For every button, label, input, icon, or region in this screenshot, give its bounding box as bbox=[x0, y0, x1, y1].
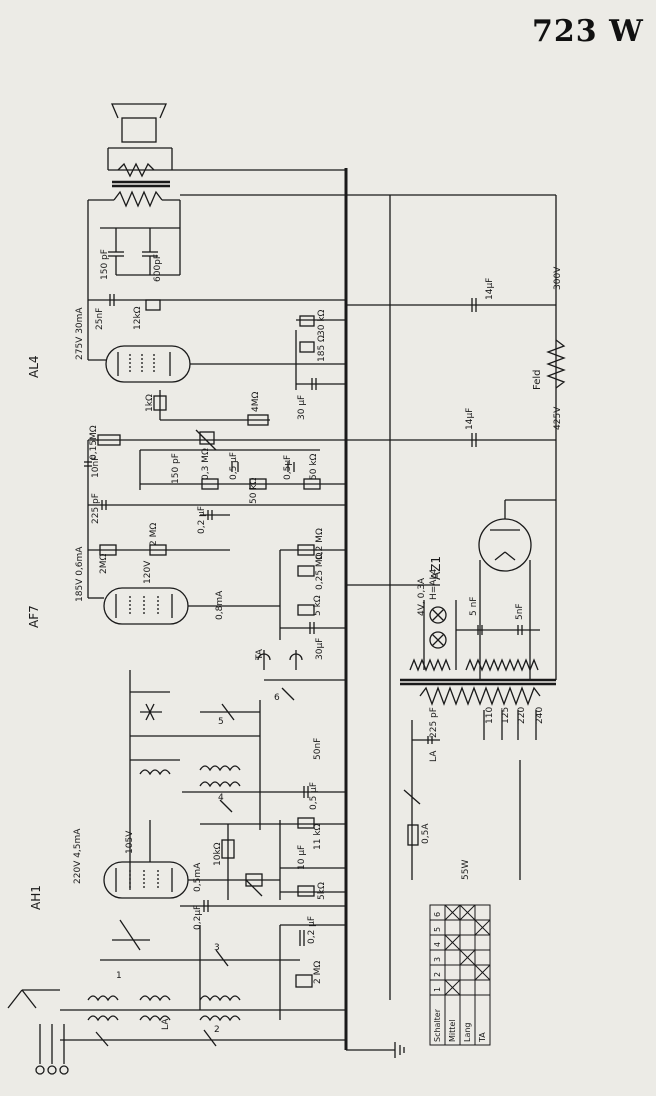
label-sw5: 5 bbox=[218, 717, 224, 727]
label-c05uf: 0,5 μF bbox=[229, 452, 239, 480]
output-transformer bbox=[87, 180, 181, 360]
label-r2meg-c: 2 MΩ bbox=[313, 961, 323, 984]
label-c14uf-b: 14μF bbox=[465, 408, 475, 430]
label-c600pf: 600pF bbox=[153, 254, 163, 282]
label-r5k-b: 5kΩ bbox=[317, 882, 327, 900]
antenna bbox=[7, 989, 69, 1075]
label-sw3: 3 bbox=[214, 943, 220, 953]
table-row-ta: TA bbox=[478, 1032, 487, 1043]
label-c150pf-b: 150 pF bbox=[171, 453, 181, 484]
label-r02meg: 0,2 MΩ bbox=[315, 528, 325, 560]
label-r50k-b: 50 kΩ bbox=[309, 453, 319, 480]
label-c225pf-b: 225 pF bbox=[429, 707, 439, 738]
label-lamp: 4V, 0,3A bbox=[417, 577, 427, 616]
label-v240: 240 bbox=[535, 707, 545, 724]
rectifier-az1 bbox=[478, 499, 556, 680]
label-az1: AZ1 bbox=[429, 556, 443, 580]
label-c5nf-b: 5nF bbox=[515, 603, 525, 620]
label-r03: 0,3 MΩ bbox=[201, 448, 211, 480]
label-al4-bias: 275V 30mA bbox=[75, 307, 85, 360]
label-ah1-bias: 220V 4,5mA bbox=[73, 828, 83, 884]
label-r12k: 12kΩ bbox=[133, 306, 143, 330]
label-c30uf-b: 30μF bbox=[315, 638, 325, 660]
speaker bbox=[107, 103, 346, 178]
power-transformer bbox=[400, 658, 556, 740]
label-c10nf: 10nF bbox=[91, 456, 101, 478]
table-header-schalter: Schalter bbox=[433, 1008, 442, 1042]
label-af7: AF7 bbox=[27, 605, 41, 628]
table-row-lang: Lang bbox=[463, 1022, 472, 1042]
label-c225pf: 225 pF bbox=[91, 493, 101, 524]
label-feld: Feld bbox=[532, 370, 543, 390]
label-r10k: 10kΩ bbox=[213, 842, 223, 866]
label-c02uf-c: 0,2 μF bbox=[307, 916, 317, 944]
tube-al4 bbox=[88, 345, 346, 383]
label-af7-bias: 185V 0,6mA bbox=[75, 546, 85, 602]
label-c30uf: 30 μF bbox=[297, 395, 307, 420]
label-c150pf: 150 pF bbox=[100, 249, 110, 280]
label-r11k: 11 kΩ bbox=[313, 823, 323, 850]
switch-table: Schalter 1 2 3 4 5 6 Mittel Lang TA bbox=[429, 904, 491, 1046]
table-header-2: 2 bbox=[433, 972, 442, 977]
label-r50k: 50 kΩ bbox=[249, 477, 259, 504]
label-fuse: 0,5A bbox=[421, 823, 431, 844]
pilot-lamps bbox=[423, 600, 457, 670]
table-header-1: 1 bbox=[433, 987, 442, 992]
tube-ah1 bbox=[103, 861, 280, 899]
label-r5k: 5 kΩ bbox=[313, 595, 323, 616]
label-sw1: 1 bbox=[116, 971, 122, 981]
label-sw6: 6 bbox=[274, 693, 280, 703]
label-c50nf: 50nF bbox=[313, 738, 323, 760]
table-header-4: 4 bbox=[433, 942, 442, 947]
label-r1k: 1kΩ bbox=[145, 394, 155, 412]
label-r015: 0,15MΩ bbox=[89, 425, 99, 460]
label-ah1: AH1 bbox=[29, 885, 43, 910]
label-r2meg: 2 MΩ bbox=[149, 523, 159, 546]
label-v425: 425V bbox=[553, 406, 563, 430]
label-c5nf: 5 nF bbox=[469, 597, 479, 616]
label-power: 55W bbox=[461, 860, 471, 880]
table-header-6: 6 bbox=[433, 912, 442, 917]
label-r2meg-b: 2MΩ bbox=[99, 554, 109, 574]
field-coil bbox=[546, 339, 566, 389]
label-c25nf: 25nF bbox=[95, 308, 105, 330]
label-i05ma: 0,5mA bbox=[193, 862, 203, 892]
page-title: 723 W bbox=[532, 14, 644, 49]
table-header-3: 3 bbox=[433, 957, 442, 962]
label-sw4: 4 bbox=[218, 793, 224, 803]
label-v300: 300V bbox=[553, 266, 563, 290]
table-header-5: 5 bbox=[433, 927, 442, 932]
label-v105: 105V bbox=[125, 830, 135, 854]
tube-af7 bbox=[88, 587, 280, 625]
label-c05uf-c: 0,5 μF bbox=[309, 782, 319, 810]
label-ta: TA bbox=[255, 648, 265, 661]
label-v120: 120V bbox=[143, 560, 153, 584]
label-v220: 220 bbox=[517, 707, 527, 724]
label-r4meg: 4MΩ bbox=[251, 392, 261, 412]
label-r185: 185 Ω bbox=[317, 335, 327, 362]
label-sw2: 2 bbox=[214, 1025, 220, 1035]
label-r025meg: 0,25 MΩ bbox=[315, 552, 325, 590]
label-i08ma: 0,8mA bbox=[215, 590, 225, 620]
label-la-mains: LA bbox=[429, 750, 439, 762]
label-c02uf: 0,2 μF bbox=[197, 506, 207, 534]
label-c14uf-a: 14μF bbox=[485, 278, 495, 300]
label-c05uf-b: 0,5μF bbox=[283, 455, 293, 480]
fuse bbox=[407, 824, 419, 846]
label-r30k: 30 kΩ bbox=[317, 309, 327, 336]
label-c10uf: 10 μF bbox=[297, 845, 307, 870]
label-al4: AL4 bbox=[27, 355, 41, 378]
table-row-mittel: Mittel bbox=[448, 1019, 457, 1042]
label-c02uf-b: 0,2μF bbox=[193, 905, 203, 930]
label-la: LA bbox=[161, 1018, 171, 1030]
ta-input bbox=[257, 650, 346, 701]
label-lamp-b: H=AL4 bbox=[429, 569, 439, 600]
label-v110: 110 bbox=[485, 707, 495, 724]
label-v125: 125 bbox=[501, 707, 511, 724]
